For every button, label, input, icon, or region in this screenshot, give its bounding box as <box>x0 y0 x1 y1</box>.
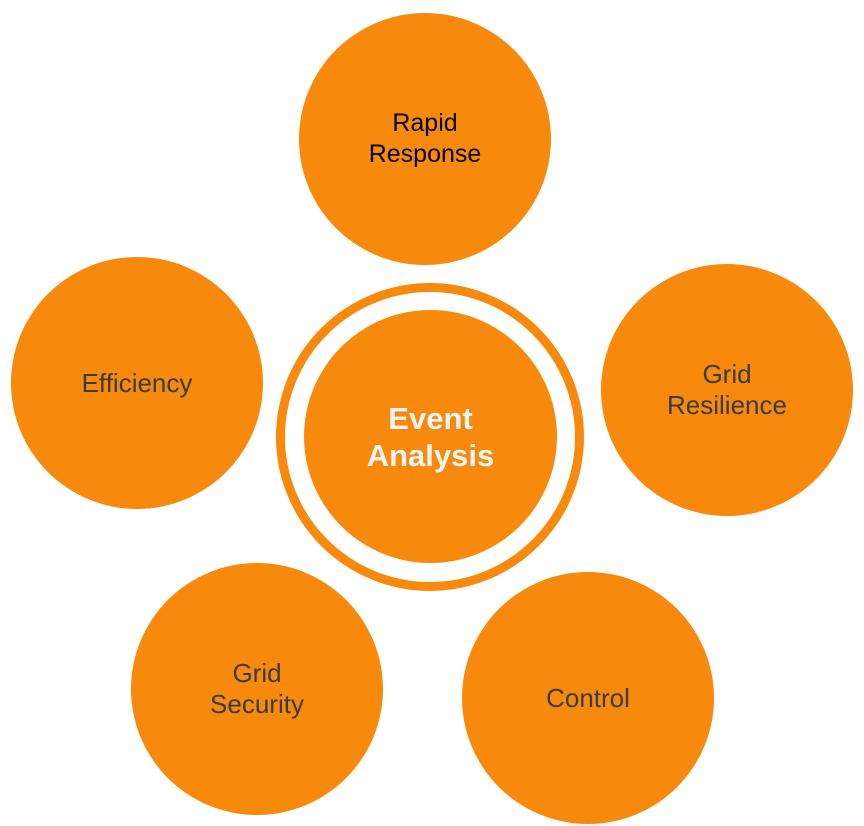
efficiency-circle: Efficiency <box>11 257 263 509</box>
grid-resilience-label-line-1: Grid <box>702 359 752 389</box>
grid-security-label-line-2: Security <box>210 689 304 719</box>
efficiency-label: Efficiency <box>81 367 193 398</box>
rapid-response-label-line-1: Rapid <box>392 109 458 137</box>
control-circle: Control <box>462 572 714 824</box>
event-analysis-center-circle: Event Analysis <box>304 310 557 563</box>
grid-security-circle: Grid Security <box>131 563 383 815</box>
center-label-line-2: Analysis <box>366 437 495 473</box>
control-label: Control <box>546 682 630 713</box>
rapid-response-circle: Rapid Response <box>299 13 551 265</box>
center-label-line-1: Event <box>388 400 473 436</box>
grid-security-label-line-1: Grid <box>232 658 282 688</box>
grid-resilience-circle: Grid Resilience <box>601 264 853 516</box>
grid-resilience-label-line-2: Resilience <box>667 390 787 420</box>
rapid-response-label-line-2: Response <box>368 140 482 168</box>
